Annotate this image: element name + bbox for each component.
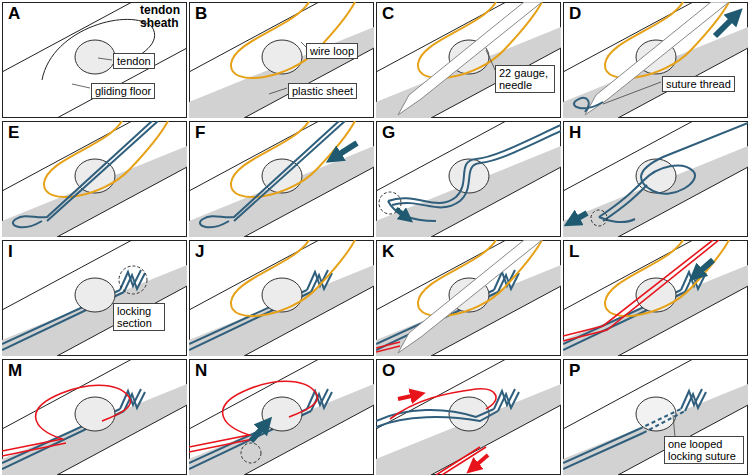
panel-frame: Pone looped locking suture bbox=[563, 359, 748, 475]
panel-frame: Bwire loop plastic sheet bbox=[189, 2, 374, 118]
panel-letter: H bbox=[569, 123, 581, 143]
leader-line bbox=[673, 415, 675, 437]
dashed-circle bbox=[241, 443, 261, 463]
direction-arrow bbox=[573, 213, 587, 221]
leader-line bbox=[603, 82, 661, 104]
panel-letter: K bbox=[382, 242, 394, 262]
dashed-circle bbox=[591, 210, 607, 226]
panel-frame: L bbox=[563, 240, 748, 356]
panel-letter: D bbox=[569, 4, 581, 24]
panel-frame: Ilocking section bbox=[2, 240, 187, 356]
callout-box: locking section bbox=[113, 303, 165, 331]
panel-letter: B bbox=[195, 4, 207, 24]
direction-arrow bbox=[715, 16, 735, 36]
red-suture bbox=[563, 240, 719, 341]
red-suture-end bbox=[376, 342, 400, 352]
panel-letter: L bbox=[569, 242, 579, 262]
panel-frame: Dsuture thread bbox=[563, 2, 748, 118]
red-suture bbox=[2, 385, 130, 456]
panel-frame: G bbox=[376, 121, 561, 237]
panel-letter: A bbox=[8, 4, 20, 24]
panel-e-art bbox=[2, 121, 187, 237]
leader-line bbox=[98, 58, 112, 60]
panel-frame: E bbox=[2, 121, 187, 237]
part-label: tendon sheath bbox=[140, 4, 188, 30]
callout-text: locking section bbox=[117, 305, 152, 329]
direction-arrow bbox=[335, 143, 357, 157]
leader-line bbox=[269, 88, 287, 94]
panel-letter: C bbox=[382, 4, 394, 24]
panel-k-art bbox=[376, 240, 561, 356]
leader-line bbox=[72, 84, 90, 88]
callout-box: one looped locking suture bbox=[664, 436, 744, 464]
callout-box: 22 gauge, needle bbox=[495, 65, 555, 93]
panel-a-art bbox=[2, 2, 187, 118]
panel-frame: F bbox=[189, 121, 374, 237]
panel-i-art bbox=[2, 240, 187, 356]
suture-thread bbox=[200, 121, 345, 227]
callout-box: suture thread bbox=[662, 76, 735, 92]
panel-frame: C 22 gauge, needle bbox=[376, 2, 561, 118]
callout-text: wire loop bbox=[310, 45, 354, 57]
pull-arrow bbox=[398, 395, 416, 399]
dashed-circle bbox=[379, 192, 401, 214]
panel-m-art bbox=[2, 359, 187, 475]
panel-letter: J bbox=[195, 242, 204, 262]
panel-f-art bbox=[189, 121, 374, 237]
panel-frame: H bbox=[563, 121, 748, 237]
panel-frame: K bbox=[376, 240, 561, 356]
callout-box: wire loop bbox=[306, 43, 358, 59]
panel-letter: P bbox=[569, 361, 580, 381]
panel-letter: N bbox=[195, 361, 207, 381]
direction-arrow bbox=[697, 260, 713, 274]
suture-thread bbox=[13, 121, 158, 227]
callout-text: tendon bbox=[117, 55, 151, 67]
panel-letter: F bbox=[195, 123, 205, 143]
panel-d-art bbox=[563, 2, 748, 118]
panel-frame: J bbox=[189, 240, 374, 356]
sheath-arc bbox=[42, 19, 155, 80]
panel-letter: O bbox=[382, 361, 395, 381]
panel-p-art bbox=[563, 359, 748, 475]
tendon bbox=[636, 397, 676, 431]
red-suture bbox=[189, 381, 317, 452]
panel-n-art bbox=[189, 359, 374, 475]
panel-g-art bbox=[376, 121, 561, 237]
red-suture bbox=[390, 389, 496, 475]
panel-frame: N bbox=[189, 359, 374, 475]
panel-frame: O bbox=[376, 359, 561, 475]
suture-thread bbox=[388, 125, 561, 221]
panel-letter: G bbox=[382, 123, 395, 143]
callout-text: 22 gauge, needle bbox=[499, 67, 548, 91]
panel-j-art bbox=[189, 240, 374, 356]
dashed-circle bbox=[119, 266, 147, 294]
panel-frame: M bbox=[2, 359, 187, 475]
direction-arrow bbox=[251, 425, 265, 441]
callout-text: plastic sheet bbox=[292, 85, 353, 97]
pull-arrow bbox=[474, 455, 488, 467]
panel-letter: I bbox=[8, 242, 13, 262]
callout-text: gliding floor bbox=[95, 85, 151, 97]
callout-box: plastic sheet bbox=[288, 83, 357, 99]
panel-o-art bbox=[376, 359, 561, 475]
panel-letter: E bbox=[8, 123, 19, 143]
panel-h-art bbox=[563, 121, 748, 237]
panel-b-art bbox=[189, 2, 374, 118]
callout-box: gliding floor bbox=[91, 83, 155, 99]
panel-c-art bbox=[376, 2, 561, 118]
panel-l-art bbox=[563, 240, 748, 356]
callout-box: tendon bbox=[113, 53, 155, 69]
suture-thread bbox=[376, 389, 519, 427]
panel-letter: M bbox=[8, 361, 22, 381]
direction-arrow bbox=[396, 209, 406, 217]
callout-text: one looped locking suture bbox=[668, 438, 736, 462]
suture-thread bbox=[574, 98, 603, 112]
callout-text: suture thread bbox=[666, 78, 731, 90]
suture-thread bbox=[599, 123, 748, 222]
